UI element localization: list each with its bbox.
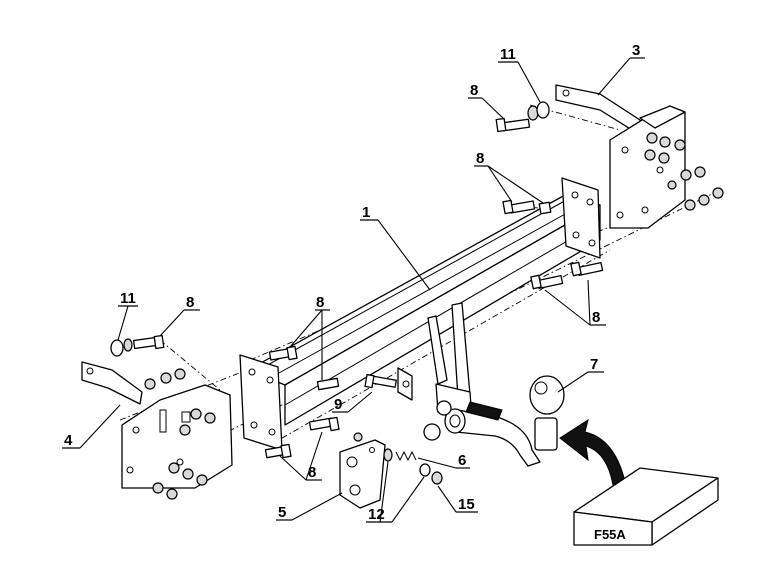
label-part-15: 15	[458, 496, 475, 513]
left-beam-plate	[239, 354, 283, 451]
left-beam-bolts	[264, 345, 340, 459]
label-part-5: 5	[278, 504, 286, 521]
bolt-9	[364, 373, 397, 389]
label-part-8-bottom-left: 8	[308, 464, 316, 481]
box-label: F55A	[594, 527, 626, 542]
label-part-3: 3	[632, 42, 640, 59]
label-part-8-top-middle: 8	[476, 150, 484, 167]
label-part-4: 4	[64, 432, 73, 449]
detachable-ball-arm	[423, 375, 565, 467]
direction-arrow	[559, 418, 629, 503]
middle-bolt-pair	[502, 199, 552, 215]
label-part-11-top: 11	[500, 46, 516, 63]
label-part-11-left: 11	[120, 290, 136, 307]
lower-right-bolts	[530, 261, 604, 290]
left-fastener-cluster	[144, 368, 216, 500]
packaging-box: F55A	[573, 467, 719, 546]
part-labels: 1 3 4 5 6 7 8 8 8 8 8 8 9 11 11 12 15	[64, 42, 640, 523]
label-part-6: 6	[458, 452, 466, 469]
label-part-8-right: 8	[592, 309, 600, 326]
label-part-1: 1	[362, 204, 370, 221]
left-bolt-washer-set	[110, 334, 165, 357]
spring-and-washers	[383, 448, 443, 485]
label-part-9: 9	[334, 396, 342, 413]
label-part-7: 7	[590, 356, 598, 373]
label-part-8-middle-left: 8	[316, 294, 324, 311]
top-right-bolt-set	[495, 101, 550, 133]
right-fastener-cluster	[644, 132, 724, 211]
leader-lines	[62, 57, 645, 523]
left-side-bracket	[81, 361, 233, 489]
label-part-8-top-left: 8	[470, 82, 478, 99]
label-part-8-left: 8	[186, 294, 194, 311]
right-beam-plate	[561, 177, 601, 259]
socket-plate	[339, 432, 386, 509]
label-part-12: 12	[368, 506, 385, 523]
